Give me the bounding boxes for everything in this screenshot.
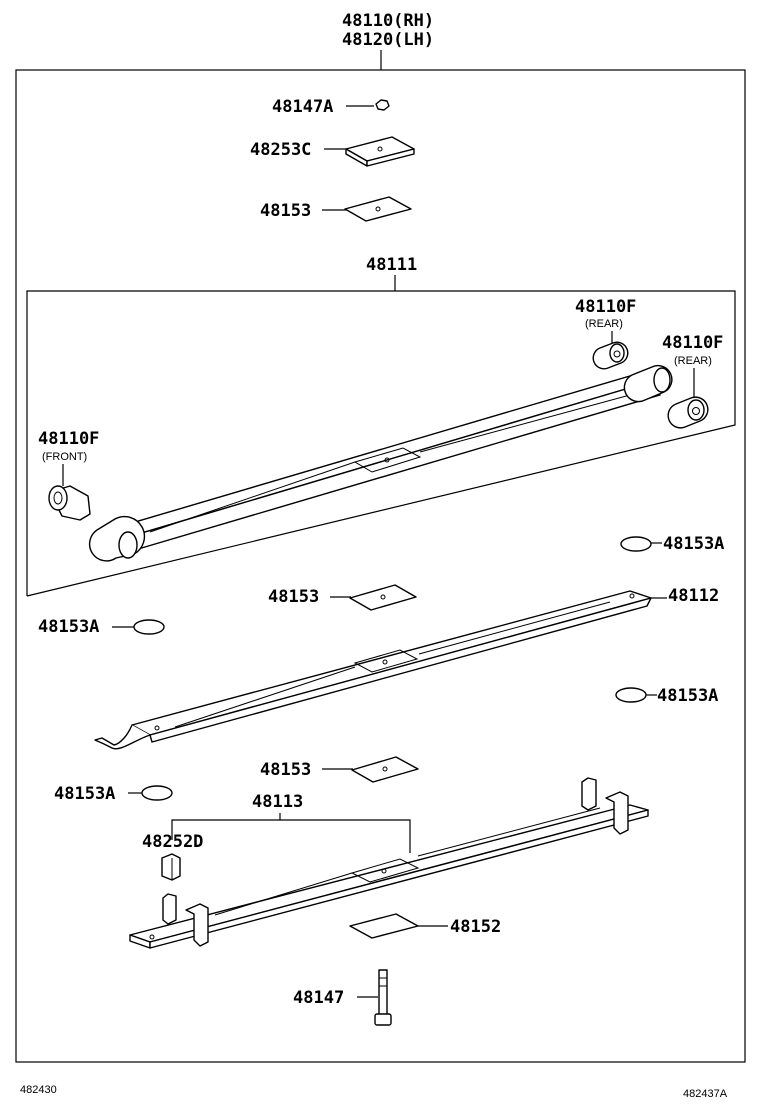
pad-48153A-right1 bbox=[620, 536, 652, 552]
leaf-48112-taper2 bbox=[418, 601, 611, 655]
clip-rear bbox=[605, 791, 629, 835]
bushing-front-flange bbox=[48, 485, 68, 511]
note-front: (FRONT) bbox=[42, 451, 87, 463]
pad-48153-top-hole bbox=[375, 206, 381, 212]
clip-front-tab bbox=[162, 893, 177, 925]
pad-48153-low-hole bbox=[382, 766, 388, 772]
bolt-48147-head bbox=[374, 1013, 392, 1026]
nut-48147A bbox=[375, 99, 390, 111]
main-leaf-48111-hole bbox=[384, 457, 390, 463]
pad-48153-mid bbox=[349, 584, 417, 611]
clip-front bbox=[185, 903, 209, 947]
clip-rear-tab bbox=[581, 777, 597, 811]
subassembly-frame-48111 bbox=[26, 290, 736, 597]
leaf-48112-hole bbox=[382, 659, 388, 665]
leaf-48112-center bbox=[353, 649, 419, 673]
label-48110F-rear1: 48110F bbox=[575, 297, 636, 317]
leader-48113 bbox=[171, 819, 411, 853]
leaf-48113-end-hole bbox=[149, 934, 155, 940]
main-leaf-48111-front-eye-end bbox=[118, 531, 138, 559]
assembly-label-rh: 48110(RH) bbox=[342, 11, 434, 31]
label-48110F-front: 48110F bbox=[38, 429, 99, 449]
label-48147: 48147 bbox=[293, 988, 344, 1008]
leaf-48112-side bbox=[149, 597, 652, 743]
pad-48153A-right2 bbox=[615, 687, 647, 703]
label-48112: 48112 bbox=[668, 586, 719, 606]
plate-48253C-hole bbox=[377, 146, 383, 152]
label-48113: 48113 bbox=[252, 792, 303, 812]
main-leaf-48111-top bbox=[107, 372, 657, 539]
footer-ref-right: 482437A bbox=[683, 1088, 728, 1100]
main-leaf-48111-center bbox=[353, 447, 422, 473]
label-48147A: 48147A bbox=[272, 97, 333, 117]
leaf-48112-hook bbox=[94, 724, 151, 750]
label-48153-mid: 48153 bbox=[268, 587, 319, 607]
plate-48152 bbox=[349, 913, 419, 939]
pad-48153-low bbox=[351, 756, 419, 783]
label-48153A-right2: 48153A bbox=[657, 686, 718, 706]
note-rear1: (REAR) bbox=[585, 318, 623, 330]
leaf-48113-hole bbox=[381, 868, 387, 874]
pad-48153A-left2 bbox=[141, 785, 173, 801]
label-48153-top: 48153 bbox=[260, 201, 311, 221]
main-leaf-48111-rear-eye-end bbox=[653, 367, 671, 393]
bushing-front-bore bbox=[53, 491, 63, 505]
leaf-48113-taper2 bbox=[417, 807, 601, 857]
note-rear2: (REAR) bbox=[674, 355, 712, 367]
leaf-48112-hook-hole bbox=[154, 725, 160, 731]
main-leaf-48111-taper2 bbox=[419, 394, 631, 453]
leaf-48112-taper bbox=[174, 666, 356, 728]
bushing-rear1-bore bbox=[613, 350, 621, 358]
label-48253C: 48253C bbox=[250, 140, 311, 160]
label-48252D: 48252D bbox=[142, 832, 203, 852]
pad-48153-mid-hole bbox=[380, 594, 386, 600]
assembly-label-lh: 48120(LH) bbox=[342, 30, 434, 50]
main-leaf-48111-taper bbox=[149, 461, 356, 533]
bushing-rear2-bore bbox=[692, 407, 700, 415]
footer-ref-left: 482430 bbox=[20, 1084, 57, 1096]
label-48153A-left2: 48153A bbox=[54, 784, 115, 804]
bushing-rear1-end bbox=[609, 343, 625, 363]
leaf-48112-top bbox=[131, 590, 652, 736]
label-48153A-right1: 48153A bbox=[663, 534, 724, 554]
label-48153A-left1: 48153A bbox=[38, 617, 99, 637]
leaf-48113-taper bbox=[214, 872, 353, 916]
bolt-48147-shaft bbox=[378, 969, 388, 1017]
pad-48153A-left1 bbox=[133, 619, 165, 635]
pad-48153-top bbox=[344, 196, 412, 222]
leaf-48113-center bbox=[350, 858, 420, 883]
clip-48252D bbox=[161, 853, 181, 881]
label-48110F-rear2: 48110F bbox=[662, 333, 723, 353]
label-48152: 48152 bbox=[450, 917, 501, 937]
bushing-rear2-end bbox=[687, 399, 705, 421]
label-48111: 48111 bbox=[366, 255, 417, 275]
leaf-48112-end-hole bbox=[629, 593, 635, 599]
plate-48253C-front bbox=[366, 148, 415, 167]
leaf-48113-front bbox=[149, 809, 649, 949]
assembly-frame bbox=[15, 69, 746, 1063]
label-48153-low: 48153 bbox=[260, 760, 311, 780]
